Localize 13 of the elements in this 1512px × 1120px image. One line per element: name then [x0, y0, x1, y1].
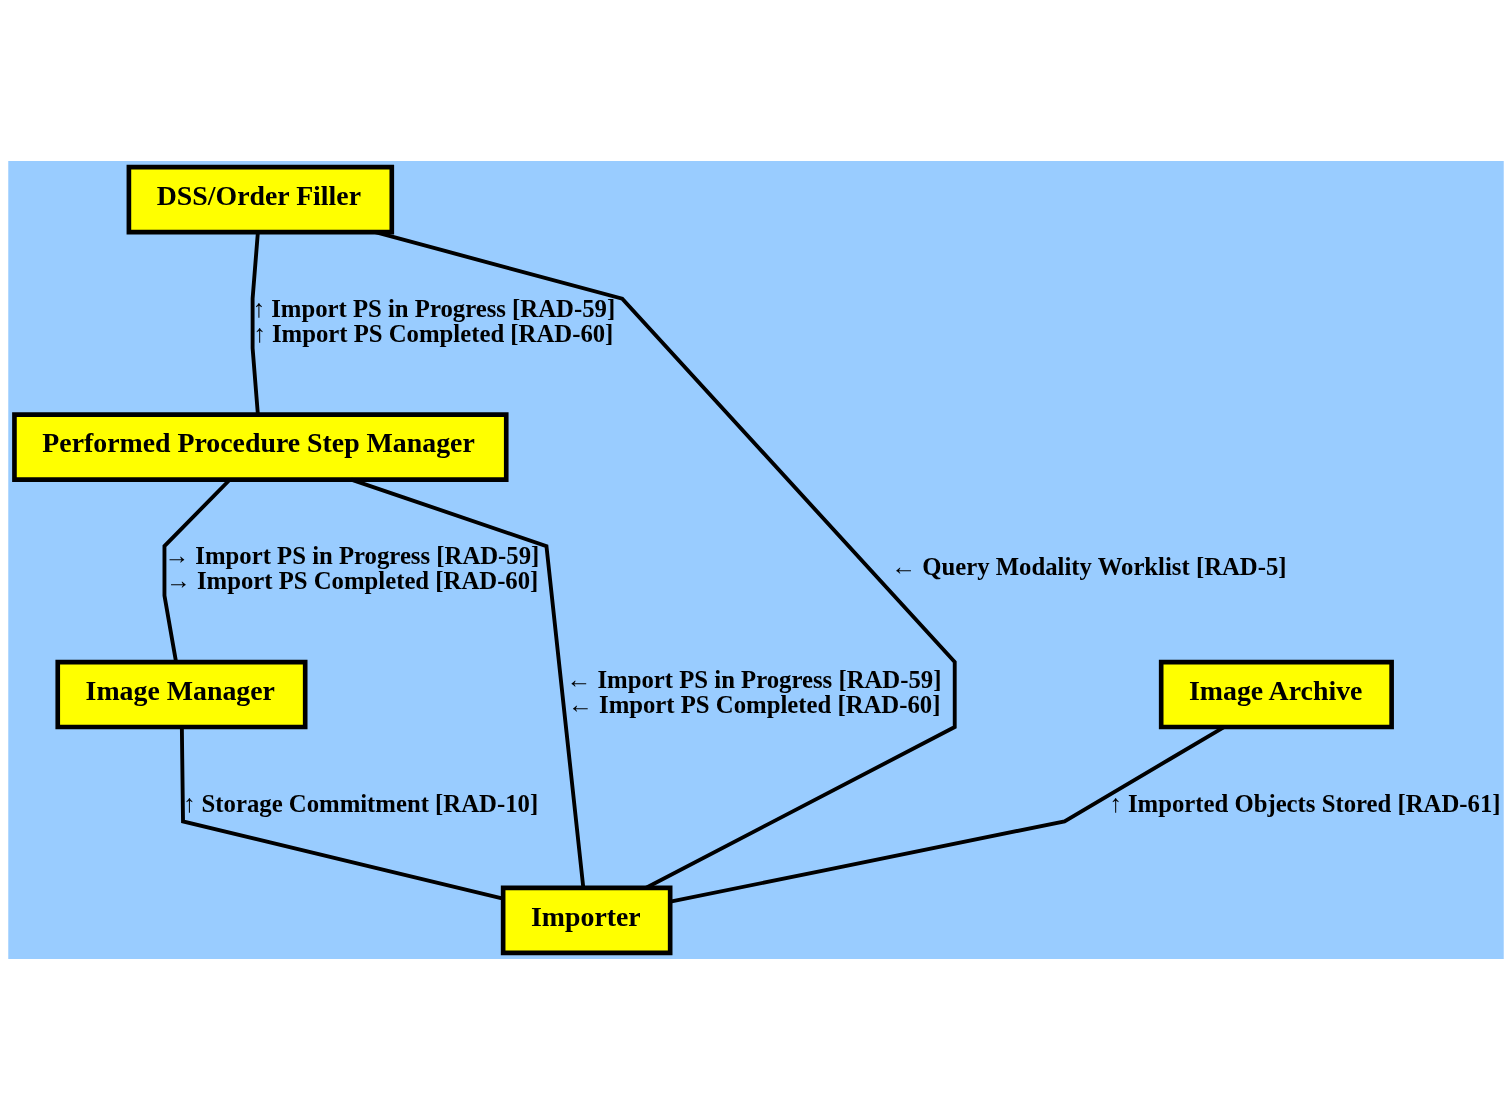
node-box: DSS/Order Filler — [126, 164, 395, 235]
edge-label: ↑ Storage Commitment [RAD-10] — [183, 789, 539, 817]
connector — [250, 232, 260, 415]
edge-label: ↑ Import PS in Progress [RAD-59] ↑ Import PS Completed [RAD-60] — [252, 294, 616, 347]
node-box: Image Manager — [55, 659, 308, 730]
edge-label: ← Query Modality Worklist [RAD-5] — [891, 553, 1287, 581]
node-box: Importer — [500, 885, 673, 956]
node-box: Image Archive — [1158, 659, 1394, 730]
edge-label: ← Import PS in Progress [RAD-59] ← Import PS Completed [RAD-60] — [566, 666, 942, 718]
edge-label: ↑ Imported Objects Stored [RAD-61] — [1109, 789, 1501, 817]
connector — [179, 727, 504, 901]
edge-label: → Import PS in Progress [RAD-59] → Import PS Completed [RAD-60] — [164, 542, 540, 595]
node-box: Performed Procedure Step Manager — [12, 412, 509, 482]
